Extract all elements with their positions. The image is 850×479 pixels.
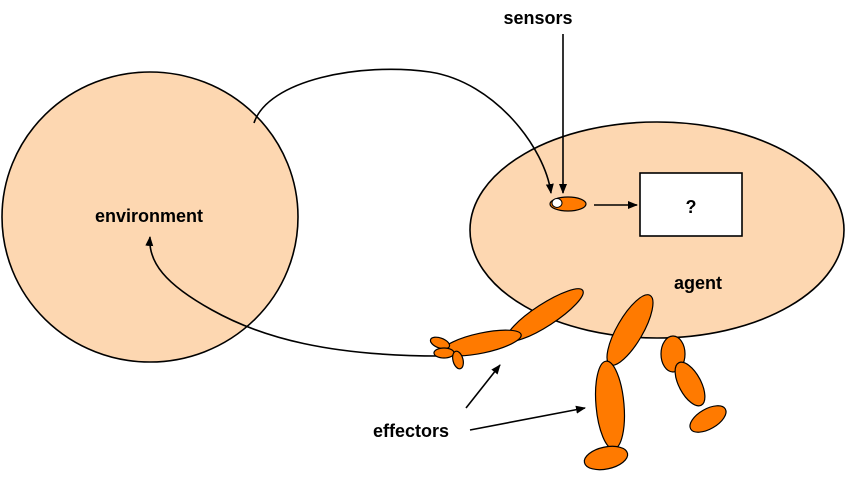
percept-arrow <box>253 68 554 194</box>
right-foot <box>689 405 727 433</box>
right-shin <box>674 361 706 407</box>
left-shin <box>594 360 626 450</box>
sensor-pupil <box>551 198 563 208</box>
decision-box <box>639 172 743 237</box>
effectors-arrow-to-arm <box>465 364 501 409</box>
finger-2 <box>433 347 455 359</box>
agent-label: agent <box>674 273 722 293</box>
action-arrow <box>145 236 441 357</box>
environment-ellipse <box>1 71 299 363</box>
left-foot <box>583 445 629 471</box>
sensors-label: sensors <box>503 8 572 28</box>
finger-1 <box>429 336 451 350</box>
effectors-label: effectors <box>373 421 449 441</box>
decision-box-label: ? <box>686 197 697 217</box>
effectors-arrow-to-leg <box>469 405 586 431</box>
environment-label: environment <box>95 206 203 226</box>
finger-3 <box>452 350 464 370</box>
